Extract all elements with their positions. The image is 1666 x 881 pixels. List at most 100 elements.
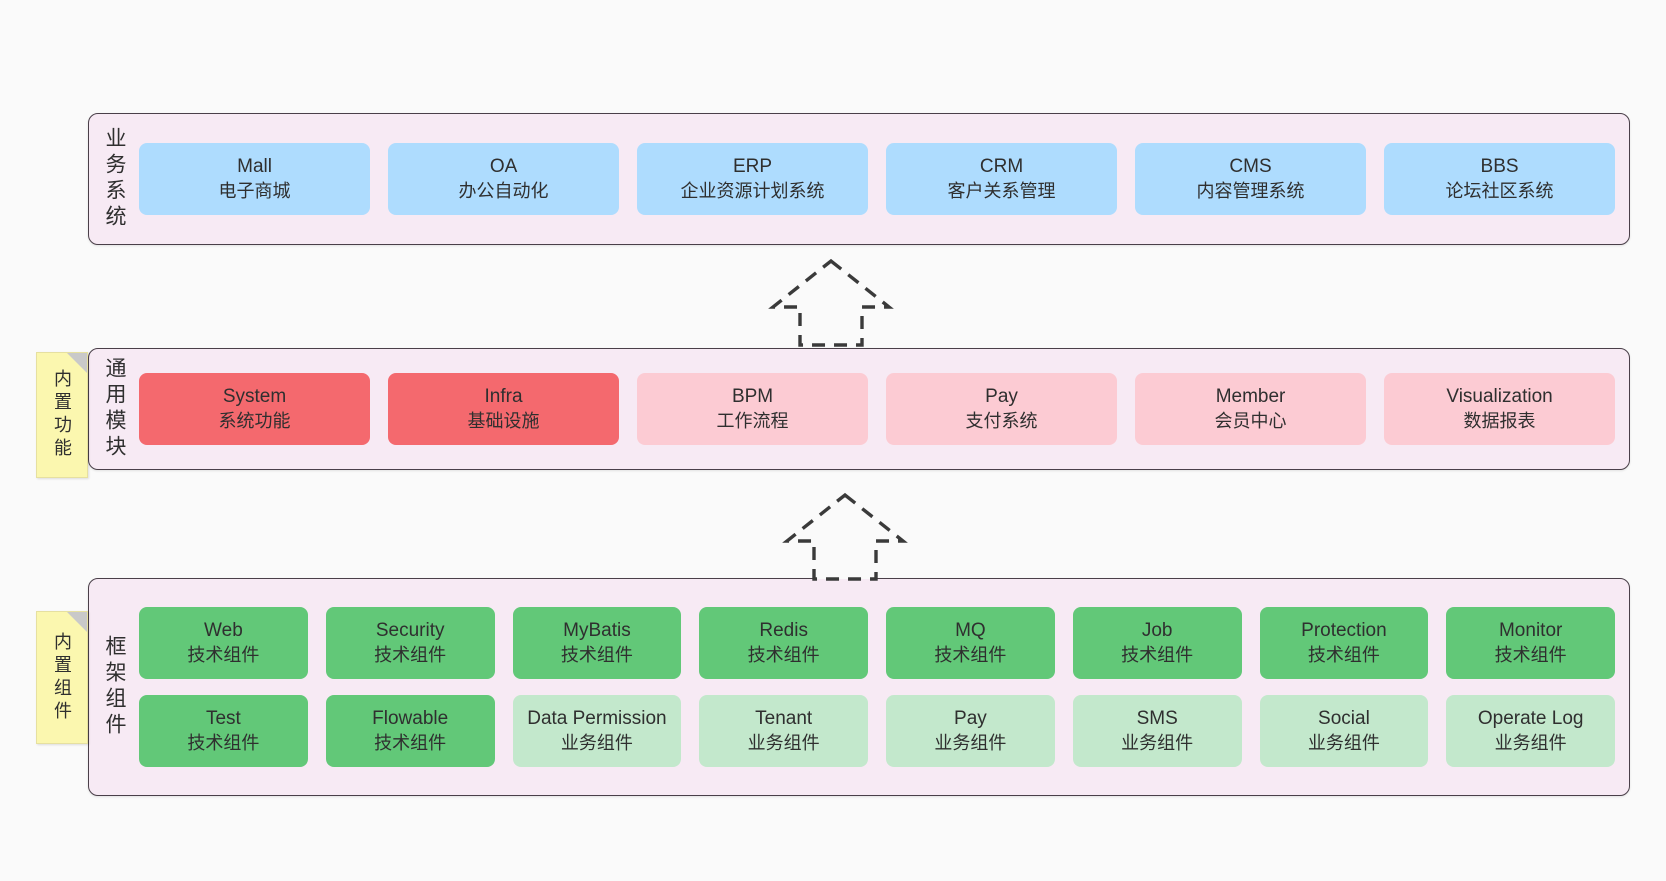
card-cms[interactable]: CMS 内容管理系统 xyxy=(1135,143,1367,215)
card-subtitle: 技术组件 xyxy=(187,732,260,753)
card-subtitle: 技术组件 xyxy=(1494,644,1567,665)
card-title: Pay xyxy=(954,708,987,730)
card-monitor[interactable]: Monitor 技术组件 xyxy=(1446,607,1616,679)
card-mall[interactable]: Mall 电子商城 xyxy=(139,143,371,215)
card-title: SMS xyxy=(1136,708,1178,730)
card-title: BPM xyxy=(731,386,774,408)
card-subtitle: 业务组件 xyxy=(1307,732,1380,753)
card-subtitle: 业务组件 xyxy=(934,732,1007,753)
layer-title-framework: 框架组件 xyxy=(103,635,127,739)
card-subtitle: 工作流程 xyxy=(716,410,789,431)
card-subtitle: 内容管理系统 xyxy=(1196,180,1305,201)
card-member[interactable]: Member 会员中心 xyxy=(1135,373,1367,445)
card-bbs[interactable]: BBS 论坛社区系统 xyxy=(1384,143,1616,215)
card-subtitle: 系统功能 xyxy=(218,410,291,431)
card-title: Flowable xyxy=(372,708,449,730)
sticky-note-builtin-component: 内置组件 xyxy=(36,611,88,744)
card-system[interactable]: System 系统功能 xyxy=(139,373,371,445)
card-visualization[interactable]: Visualization 数据报表 xyxy=(1384,373,1616,445)
card-title: Test xyxy=(205,708,241,730)
card-data-permission[interactable]: Data Permission 业务组件 xyxy=(512,695,682,767)
card-subtitle: 企业资源计划系统 xyxy=(680,180,825,201)
sticky-note-builtin-function: 内置功能 xyxy=(36,352,88,478)
business-card-list: Mall 电子商城 OA 办公自动化 ERP 企业资源计划系统 CRM 客户关系… xyxy=(133,143,1629,215)
card-security[interactable]: Security 技术组件 xyxy=(325,607,495,679)
card-pay-component[interactable]: Pay 业务组件 xyxy=(886,695,1055,767)
card-web[interactable]: Web 技术组件 xyxy=(139,607,308,679)
card-subtitle: 技术组件 xyxy=(1121,644,1194,665)
card-subtitle: 客户关系管理 xyxy=(947,180,1056,201)
card-infra[interactable]: Infra 基础设施 xyxy=(388,373,620,445)
card-subtitle: 技术组件 xyxy=(934,644,1007,665)
card-operate-log[interactable]: Operate Log 业务组件 xyxy=(1446,695,1616,767)
card-test[interactable]: Test 技术组件 xyxy=(139,695,308,767)
card-title: Visualization xyxy=(1446,386,1553,408)
card-subtitle: 业务组件 xyxy=(1121,732,1194,753)
layer-framework-components: 框架组件 Web 技术组件 Security 技术组件 MyBatis 技术组件… xyxy=(88,578,1630,796)
card-subtitle: 技术组件 xyxy=(374,732,447,753)
layer-title-business: 业务系统 xyxy=(103,127,127,231)
card-flowable[interactable]: Flowable 技术组件 xyxy=(325,695,495,767)
framework-tech-row: Web 技术组件 Security 技术组件 MyBatis 技术组件 Redi… xyxy=(139,607,1616,679)
card-subtitle: 数据报表 xyxy=(1463,410,1536,431)
framework-biz-row: Test 技术组件 Flowable 技术组件 Data Permission … xyxy=(139,695,1616,767)
card-subtitle: 技术组件 xyxy=(747,644,820,665)
card-erp[interactable]: ERP 企业资源计划系统 xyxy=(637,143,869,215)
card-sms[interactable]: SMS 业务组件 xyxy=(1072,695,1242,767)
card-title: Member xyxy=(1215,386,1286,408)
sticky-note-text: 内置功能 xyxy=(52,369,72,461)
card-title: Tenant xyxy=(755,708,813,730)
card-title: Security xyxy=(375,620,445,642)
module-card-row: System 系统功能 Infra 基础设施 BPM 工作流程 Pay 支付系统… xyxy=(139,373,1616,445)
business-card-row: Mall 电子商城 OA 办公自动化 ERP 企业资源计划系统 CRM 客户关系… xyxy=(139,143,1616,215)
card-title: Pay xyxy=(985,386,1018,408)
card-redis[interactable]: Redis 技术组件 xyxy=(699,607,869,679)
card-title: Operate Log xyxy=(1477,708,1584,730)
card-title: Infra xyxy=(484,386,523,408)
card-bpm[interactable]: BPM 工作流程 xyxy=(637,373,869,445)
card-mq[interactable]: MQ 技术组件 xyxy=(886,607,1055,679)
card-subtitle: 支付系统 xyxy=(965,410,1038,431)
sticky-note-text: 内置组件 xyxy=(52,631,72,724)
build-arrow-shape xyxy=(768,258,894,347)
card-subtitle: 技术组件 xyxy=(1307,644,1380,665)
sticky-fold-icon xyxy=(67,353,87,373)
card-subtitle: 技术组件 xyxy=(187,644,260,665)
card-title: System xyxy=(222,386,287,408)
card-social[interactable]: Social 业务组件 xyxy=(1259,695,1429,767)
connector-build xyxy=(768,258,894,347)
card-title: Monitor xyxy=(1498,620,1563,642)
card-title: MyBatis xyxy=(563,620,631,642)
card-subtitle: 会员中心 xyxy=(1214,410,1287,431)
card-title: ERP xyxy=(733,156,773,178)
card-subtitle: 论坛社区系统 xyxy=(1445,180,1554,201)
card-oa[interactable]: OA 办公自动化 xyxy=(388,143,620,215)
card-subtitle: 业务组件 xyxy=(1494,732,1567,753)
card-subtitle: 基础设施 xyxy=(467,410,540,431)
card-title: Web xyxy=(204,620,243,642)
card-title: CMS xyxy=(1229,156,1272,178)
connector-implement xyxy=(782,492,908,581)
card-subtitle: 业务组件 xyxy=(747,732,820,753)
card-subtitle: 办公自动化 xyxy=(458,180,549,201)
module-card-list: System 系统功能 Infra 基础设施 BPM 工作流程 Pay 支付系统… xyxy=(133,373,1629,445)
card-subtitle: 技术组件 xyxy=(374,644,447,665)
card-crm[interactable]: CRM 客户关系管理 xyxy=(886,143,1118,215)
card-mybatis[interactable]: MyBatis 技术组件 xyxy=(512,607,682,679)
layer-business-system: 业务系统 Mall 电子商城 OA 办公自动化 ERP 企业资源计划系统 CRM… xyxy=(88,113,1630,245)
card-title: MQ xyxy=(955,620,986,642)
card-title: Redis xyxy=(759,620,808,642)
card-protection[interactable]: Protection 技术组件 xyxy=(1259,607,1429,679)
card-subtitle: 技术组件 xyxy=(560,644,633,665)
card-tenant[interactable]: Tenant 业务组件 xyxy=(699,695,869,767)
card-job[interactable]: Job 技术组件 xyxy=(1072,607,1242,679)
layer-common-modules: 通用模块 System 系统功能 Infra 基础设施 BPM 工作流程 Pay… xyxy=(88,348,1630,470)
card-subtitle: 电子商城 xyxy=(218,180,291,201)
card-title: Data Permission xyxy=(527,708,667,730)
card-title: OA xyxy=(489,156,518,178)
card-title: BBS xyxy=(1480,156,1519,178)
card-title: Social xyxy=(1318,708,1370,730)
sticky-fold-icon xyxy=(67,612,87,632)
card-title: CRM xyxy=(979,156,1024,178)
card-pay-module[interactable]: Pay 支付系统 xyxy=(886,373,1118,445)
